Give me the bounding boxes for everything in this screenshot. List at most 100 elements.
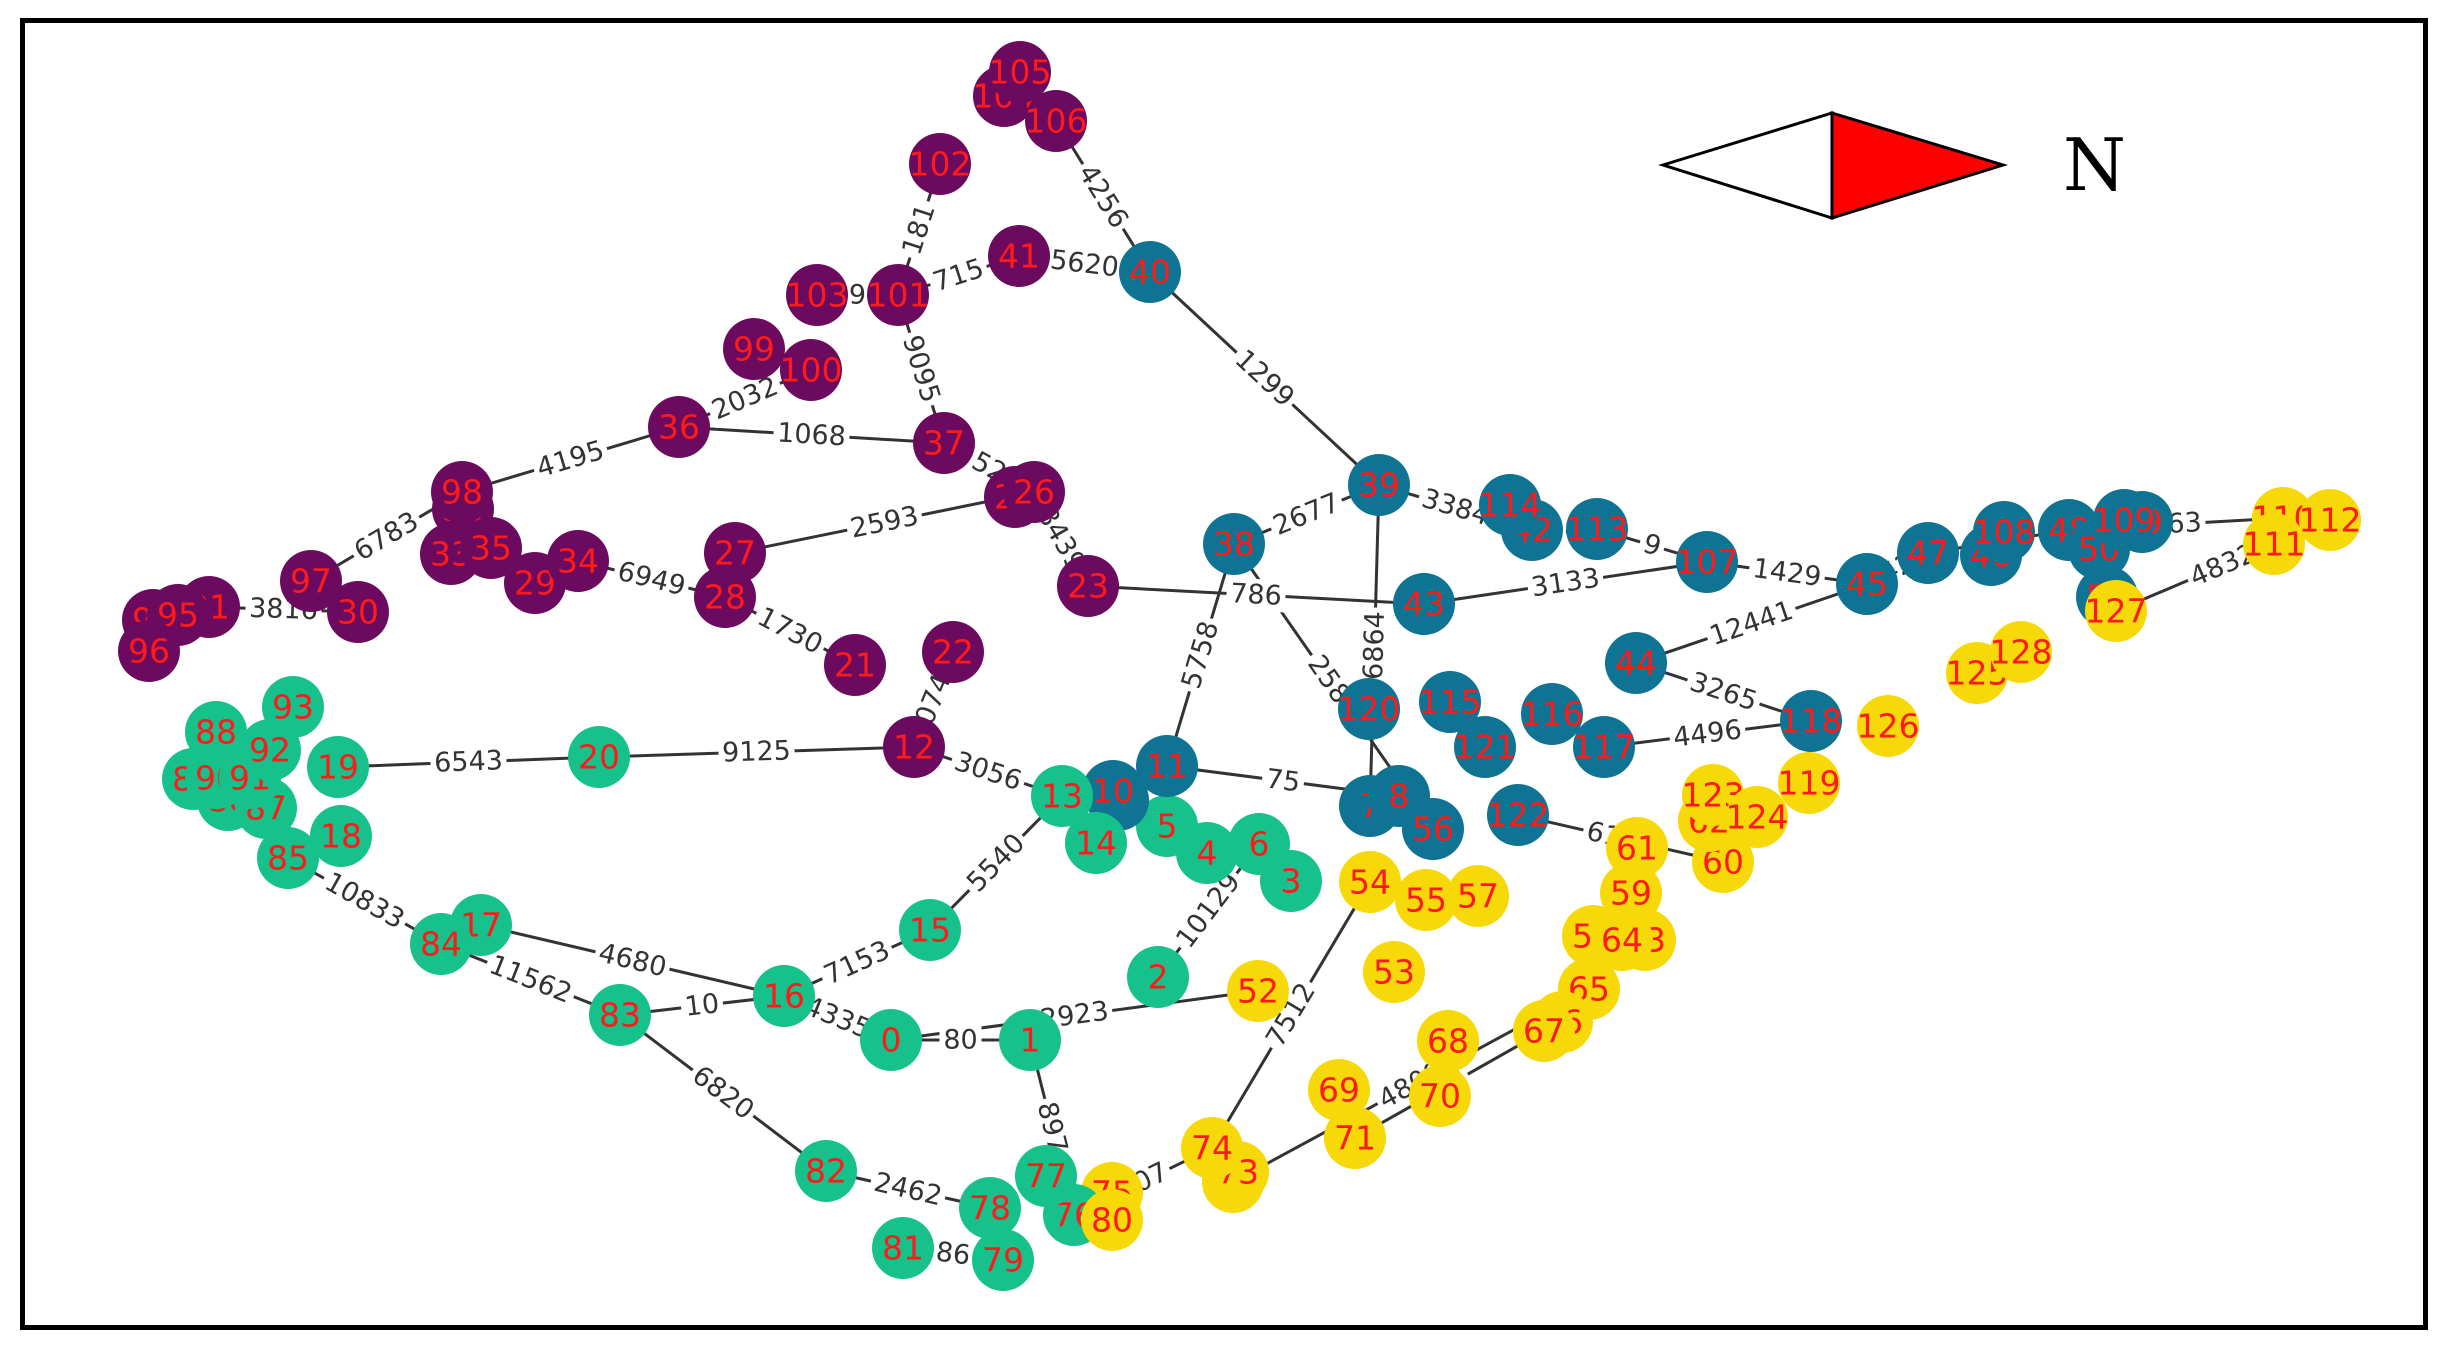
node-80: 80 [1081, 1189, 1143, 1251]
node-label: 127 [2085, 592, 2148, 631]
node-128: 128 [1990, 621, 2053, 683]
node-circle [1676, 531, 1738, 593]
node-label: 56 [1412, 810, 1454, 849]
node-34: 34 [547, 530, 609, 592]
edge-weight-bg [1044, 243, 1125, 285]
node-label: 3 [1281, 862, 1302, 901]
node-label: 53 [1373, 953, 1415, 992]
node-19: 19 [307, 736, 369, 798]
node-label: 57 [1457, 877, 1499, 916]
edge-weight-text: 4195 [533, 435, 608, 484]
node-22: 22 [922, 621, 984, 683]
node-38: 38 [1203, 513, 1265, 575]
node-label: 84 [420, 925, 462, 964]
node-103: 103 [786, 264, 849, 326]
edge-weight-bg [2181, 535, 2265, 596]
node-label: 106 [1025, 102, 1088, 141]
node-label: 38 [1213, 525, 1255, 564]
edge-weight-36-98: 4195 [529, 433, 612, 486]
node-circle [547, 530, 609, 592]
edge-weight-44-45: 12441 [1702, 593, 1801, 654]
node-105: 105 [989, 41, 1052, 103]
edge-weight-20-12: 9125 [718, 734, 795, 770]
node-6: 6 [1228, 813, 1290, 875]
node-circle [1348, 454, 1410, 516]
node-12: 12 [883, 716, 945, 778]
node-circle [2093, 489, 2155, 551]
node-circle [1780, 690, 1842, 752]
edge-weight-bg [679, 987, 725, 1024]
edge-weight-bg [610, 554, 693, 604]
node-circle [1606, 817, 1668, 879]
node-circle [1897, 522, 1959, 584]
edge-weight-106-40: 4256 [1069, 155, 1137, 238]
node-label: 121 [1454, 728, 1517, 767]
node-30: 30 [327, 581, 389, 643]
node-circle [1181, 1117, 1243, 1179]
node-54: 54 [1339, 851, 1401, 913]
node-label: 10 [1092, 772, 1134, 811]
node-label: 11 [1146, 747, 1188, 786]
node-84: 84 [410, 913, 472, 975]
edge-weight-bg [718, 734, 795, 770]
node-circle [568, 726, 630, 788]
node-10: 10 [1082, 760, 1144, 822]
edge-weight-bg [957, 824, 1035, 902]
edge-weight-bg [867, 1165, 949, 1214]
node-circle [883, 716, 945, 778]
edge-weight-bg [429, 744, 508, 780]
node-label: 70 [1419, 1077, 1461, 1116]
node-circle [786, 264, 848, 326]
edge-weight-15-13: 5540 [957, 824, 1035, 902]
node-79: 79 [972, 1229, 1034, 1291]
edge-weight-bg [939, 1024, 982, 1056]
node-circle [899, 899, 961, 961]
node-label: 77 [1025, 1157, 1067, 1196]
node-124: 124 [1726, 786, 1789, 848]
edge-weight-38-39: 2677 [1265, 485, 1348, 544]
edge-weight-text: 4256 [1072, 159, 1135, 234]
node-circle [1136, 795, 1198, 857]
edge-weight-bg [748, 599, 832, 663]
edge-weight-bg [894, 196, 944, 263]
node-13: 13 [1031, 765, 1093, 827]
node-74: 74 [1181, 1117, 1243, 1179]
node-label: 0 [881, 1021, 902, 1060]
node-56: 56 [1402, 798, 1464, 860]
node-circle [307, 736, 369, 798]
edge-weight-text: 1429 [1751, 553, 1823, 593]
edge-weight-text: 181 [896, 200, 941, 259]
edge-weight-text: 10833 [319, 866, 409, 935]
node-81: 81 [872, 1217, 934, 1279]
edge-weight-text: 7153 [819, 935, 894, 992]
node-label: 88 [195, 713, 237, 752]
node-label: 23 [1067, 567, 1109, 606]
edge-weight-bg [1225, 340, 1304, 417]
node-20: 20 [568, 726, 630, 788]
node-112: 112 [2299, 489, 2362, 551]
node-circle [1119, 241, 1181, 303]
node-circle [1605, 632, 1667, 694]
node-1: 1 [999, 1009, 1061, 1071]
node-circle [1324, 1107, 1386, 1169]
edge-weight-21-28: 1730 [748, 599, 832, 663]
edge-weight-bg [1414, 481, 1497, 534]
node-circle [1031, 765, 1093, 827]
node-label: 27 [714, 534, 756, 573]
node-label: 103 [786, 276, 849, 315]
edge-weight-113-107: 9 [1635, 526, 1669, 565]
node-label: 34 [557, 542, 599, 581]
node-label: 108 [1973, 513, 2036, 552]
node-circle [1308, 1059, 1370, 1121]
edge-weight-97-98: 6783 [345, 503, 428, 570]
edge-weight-text: 10 [683, 988, 721, 1023]
node-label: 67 [1523, 1012, 1565, 1051]
node-label: 55 [1405, 881, 1447, 920]
node-57: 57 [1447, 865, 1509, 927]
node-label: 68 [1427, 1022, 1469, 1061]
node-label: 99 [733, 330, 775, 369]
node-label: 13 [1041, 777, 1083, 816]
edge-weight-bg [1702, 593, 1801, 654]
